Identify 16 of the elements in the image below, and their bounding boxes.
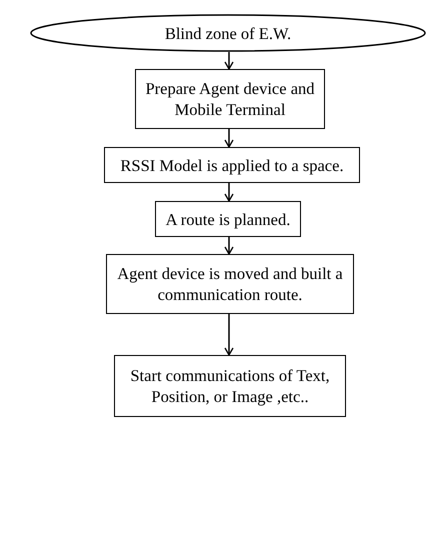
arrow xyxy=(224,129,234,148)
arrow xyxy=(224,314,234,356)
arrow xyxy=(224,237,234,255)
step-text: Prepare Agent device and Mobile Terminal xyxy=(144,78,316,120)
process-box xyxy=(155,201,301,237)
step-text: Agent device is moved and built a communication route. xyxy=(116,263,344,305)
arrow xyxy=(224,183,234,202)
process-box xyxy=(104,147,360,183)
arrow xyxy=(224,52,234,70)
step-text: Start communications of Text, Position, or Image ,etc.. xyxy=(129,365,331,407)
step-text: A route is planned. xyxy=(166,208,290,230)
process-box xyxy=(106,254,354,314)
step-text: RSSI Model is applied to a space. xyxy=(120,154,344,176)
step-text: Blind zone of E.W. xyxy=(164,22,292,44)
process-box xyxy=(135,69,325,129)
process-box xyxy=(114,355,346,417)
